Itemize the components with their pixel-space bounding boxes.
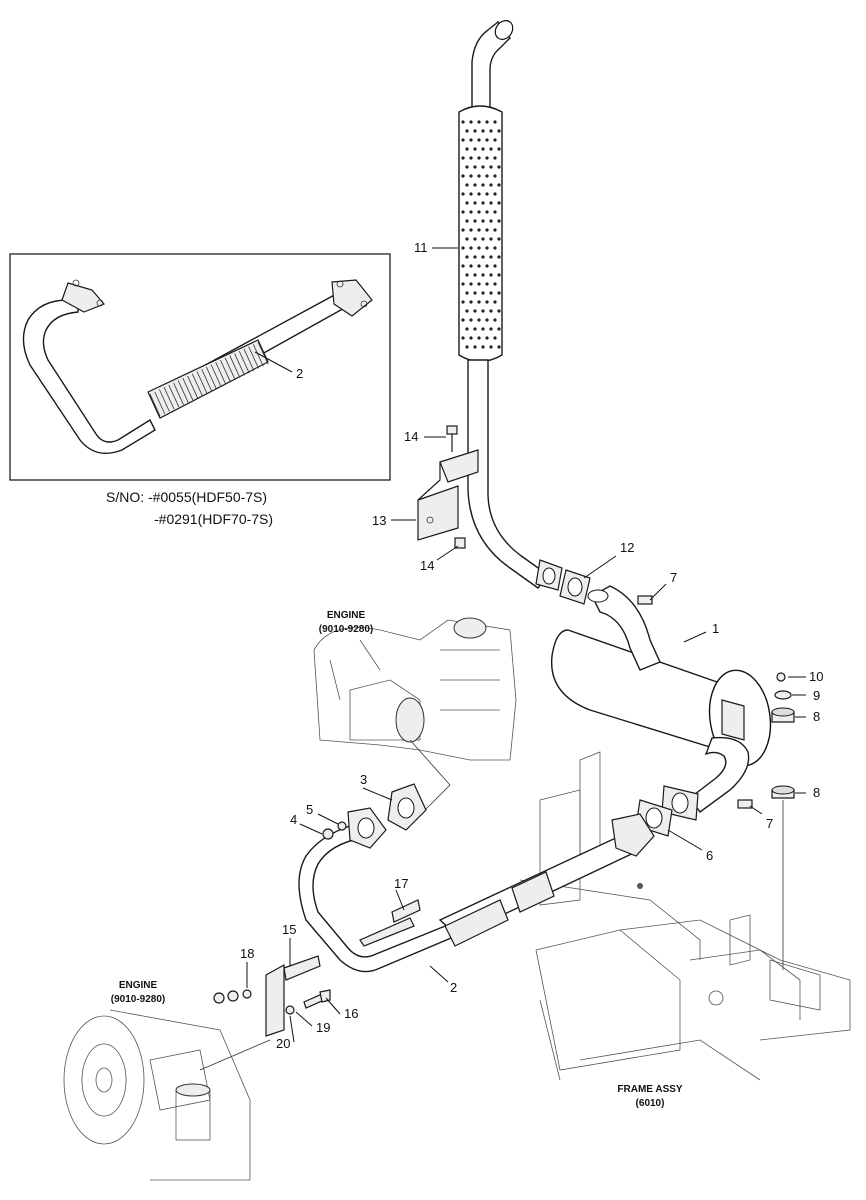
engine-bottom-leader [199, 1039, 271, 1071]
callout-15: 15 [282, 922, 296, 937]
engine-top-leader [409, 739, 451, 816]
callout-12: 12 [620, 540, 634, 555]
callout-20: 20 [276, 1036, 290, 1051]
callout-7-upper: 7 [670, 570, 677, 585]
bolt-upper-14 [446, 425, 458, 452]
callouts: 1 2 3 4 5 6 7 7 8 8 9 10 11 12 13 14 14 … [240, 240, 823, 1051]
callout-17: 17 [394, 876, 408, 891]
callout-14-lower: 14 [420, 558, 434, 573]
washer-5 [337, 821, 347, 831]
serial-range-2: -#0291(HDF70-7S) [154, 511, 273, 527]
callout-16: 16 [344, 1006, 358, 1021]
nut-4 [322, 828, 334, 840]
frame-title: FRAME ASSY [617, 1084, 683, 1095]
mount-hardware [771, 672, 795, 970]
engine-top-drawing [313, 617, 517, 761]
callout-8-lower: 8 [813, 785, 820, 800]
callout-9: 9 [813, 688, 820, 703]
engine-top-code: (9010-9280) [319, 624, 373, 635]
callout-7-lower: 7 [766, 816, 773, 831]
muffler [550, 585, 772, 813]
pipe-bracket [417, 449, 479, 541]
callout-14-upper: 14 [404, 429, 418, 444]
bolt-lower-14 [454, 537, 466, 549]
leader-lines [246, 247, 806, 1043]
callout-3: 3 [360, 772, 367, 787]
callout-4: 4 [290, 812, 297, 827]
engine-bottom-code: (9010-9280) [111, 994, 165, 1005]
frame-code: (6010) [636, 1098, 665, 1109]
inset-part-label: 2 [296, 366, 303, 381]
callout-1: 1 [712, 621, 719, 636]
callout-19: 19 [316, 1020, 330, 1035]
callout-18: 18 [240, 946, 254, 961]
callout-11: 11 [414, 240, 428, 255]
pipe-hanger [265, 899, 421, 1037]
tail-pipe-stack [458, 20, 549, 589]
engine-top-title: ENGINE [327, 610, 366, 621]
hanger-hardware [213, 989, 331, 1015]
callout-8-upper: 8 [813, 709, 820, 724]
serial-range-1: S/NO: -#0055(HDF50-7S) [106, 489, 267, 505]
callout-10: 10 [809, 669, 823, 684]
front-exhaust-pipe [298, 807, 655, 973]
bolts-7 [637, 595, 753, 809]
callout-6: 6 [706, 848, 713, 863]
engine-bottom-drawing [63, 1009, 251, 1181]
inset-panel: 2 [9, 253, 391, 481]
frame-drawing [519, 751, 851, 1081]
engine-bottom-title: ENGINE [119, 980, 158, 991]
callout-13: 13 [372, 513, 386, 528]
callout-5: 5 [306, 802, 313, 817]
inset-bellows [147, 339, 269, 419]
callout-2: 2 [450, 980, 457, 995]
